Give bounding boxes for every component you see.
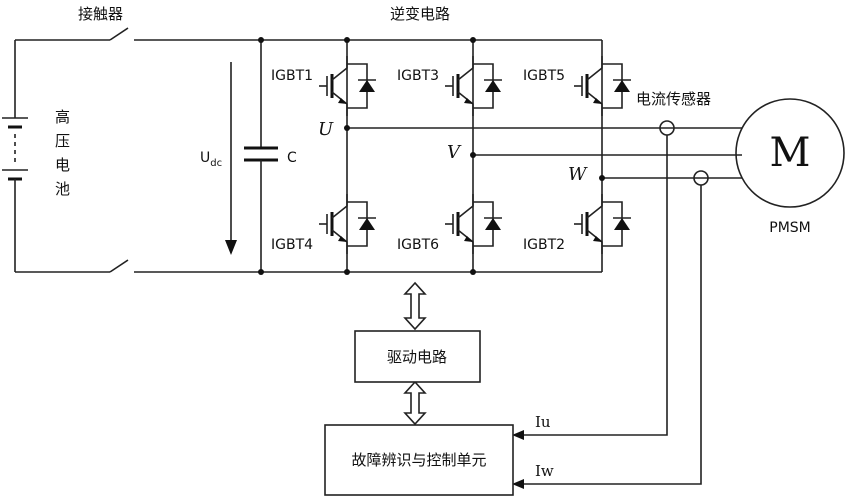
- battery: [2, 40, 28, 272]
- battery-label-2: 压: [55, 132, 70, 150]
- controller-label: 故障辨识与控制单元: [351, 451, 486, 469]
- phase-v-label: V: [447, 142, 462, 163]
- inverter-label: 逆变电路: [390, 5, 450, 23]
- feedback-iu: [512, 135, 668, 440]
- motor-label: M: [770, 130, 811, 176]
- capacitor-label: C: [287, 150, 297, 166]
- igbt1-label: IGBT1: [271, 68, 313, 84]
- udc-arrow: [225, 62, 237, 255]
- udc-label: Udc: [200, 150, 222, 169]
- controller-box: [324, 424, 514, 496]
- iu-label: Iu: [535, 413, 551, 431]
- udc-main: U: [200, 150, 210, 166]
- igbt2-label: IGBT2: [523, 237, 565, 253]
- igbt3-label: IGBT3: [397, 68, 439, 84]
- current-sensor-label: 电流传感器: [636, 90, 711, 108]
- phase-w-label: W: [568, 164, 588, 185]
- battery-label-4: 池: [55, 180, 70, 198]
- bidirectional-arrow-driver-controller: [403, 380, 427, 426]
- feedback-iw: [512, 185, 702, 489]
- bidirectional-arrow-inverter-driver: [403, 281, 427, 331]
- igbt5-label: IGBT5: [523, 68, 565, 84]
- contactor-top-switch: [109, 27, 129, 41]
- junction-dots: [258, 37, 605, 275]
- dc-link-capacitor: [244, 40, 278, 272]
- igbt4-label: IGBT4: [271, 237, 313, 253]
- motor-type-label: PMSM: [769, 220, 811, 236]
- udc-sub: dc: [210, 158, 222, 169]
- phase-u-label: U: [318, 119, 334, 140]
- battery-label-3: 电: [55, 156, 70, 174]
- iw-label: Iw: [535, 462, 554, 480]
- driver-box: [354, 330, 481, 383]
- battery-label-1: 高: [55, 108, 70, 126]
- contactor-bottom-switch: [109, 259, 129, 273]
- motor-circle: [735, 98, 845, 208]
- igbt6-label: IGBT6: [397, 237, 439, 253]
- driver-label: 驱动电路: [387, 348, 447, 366]
- contactor-label: 接触器: [78, 5, 123, 23]
